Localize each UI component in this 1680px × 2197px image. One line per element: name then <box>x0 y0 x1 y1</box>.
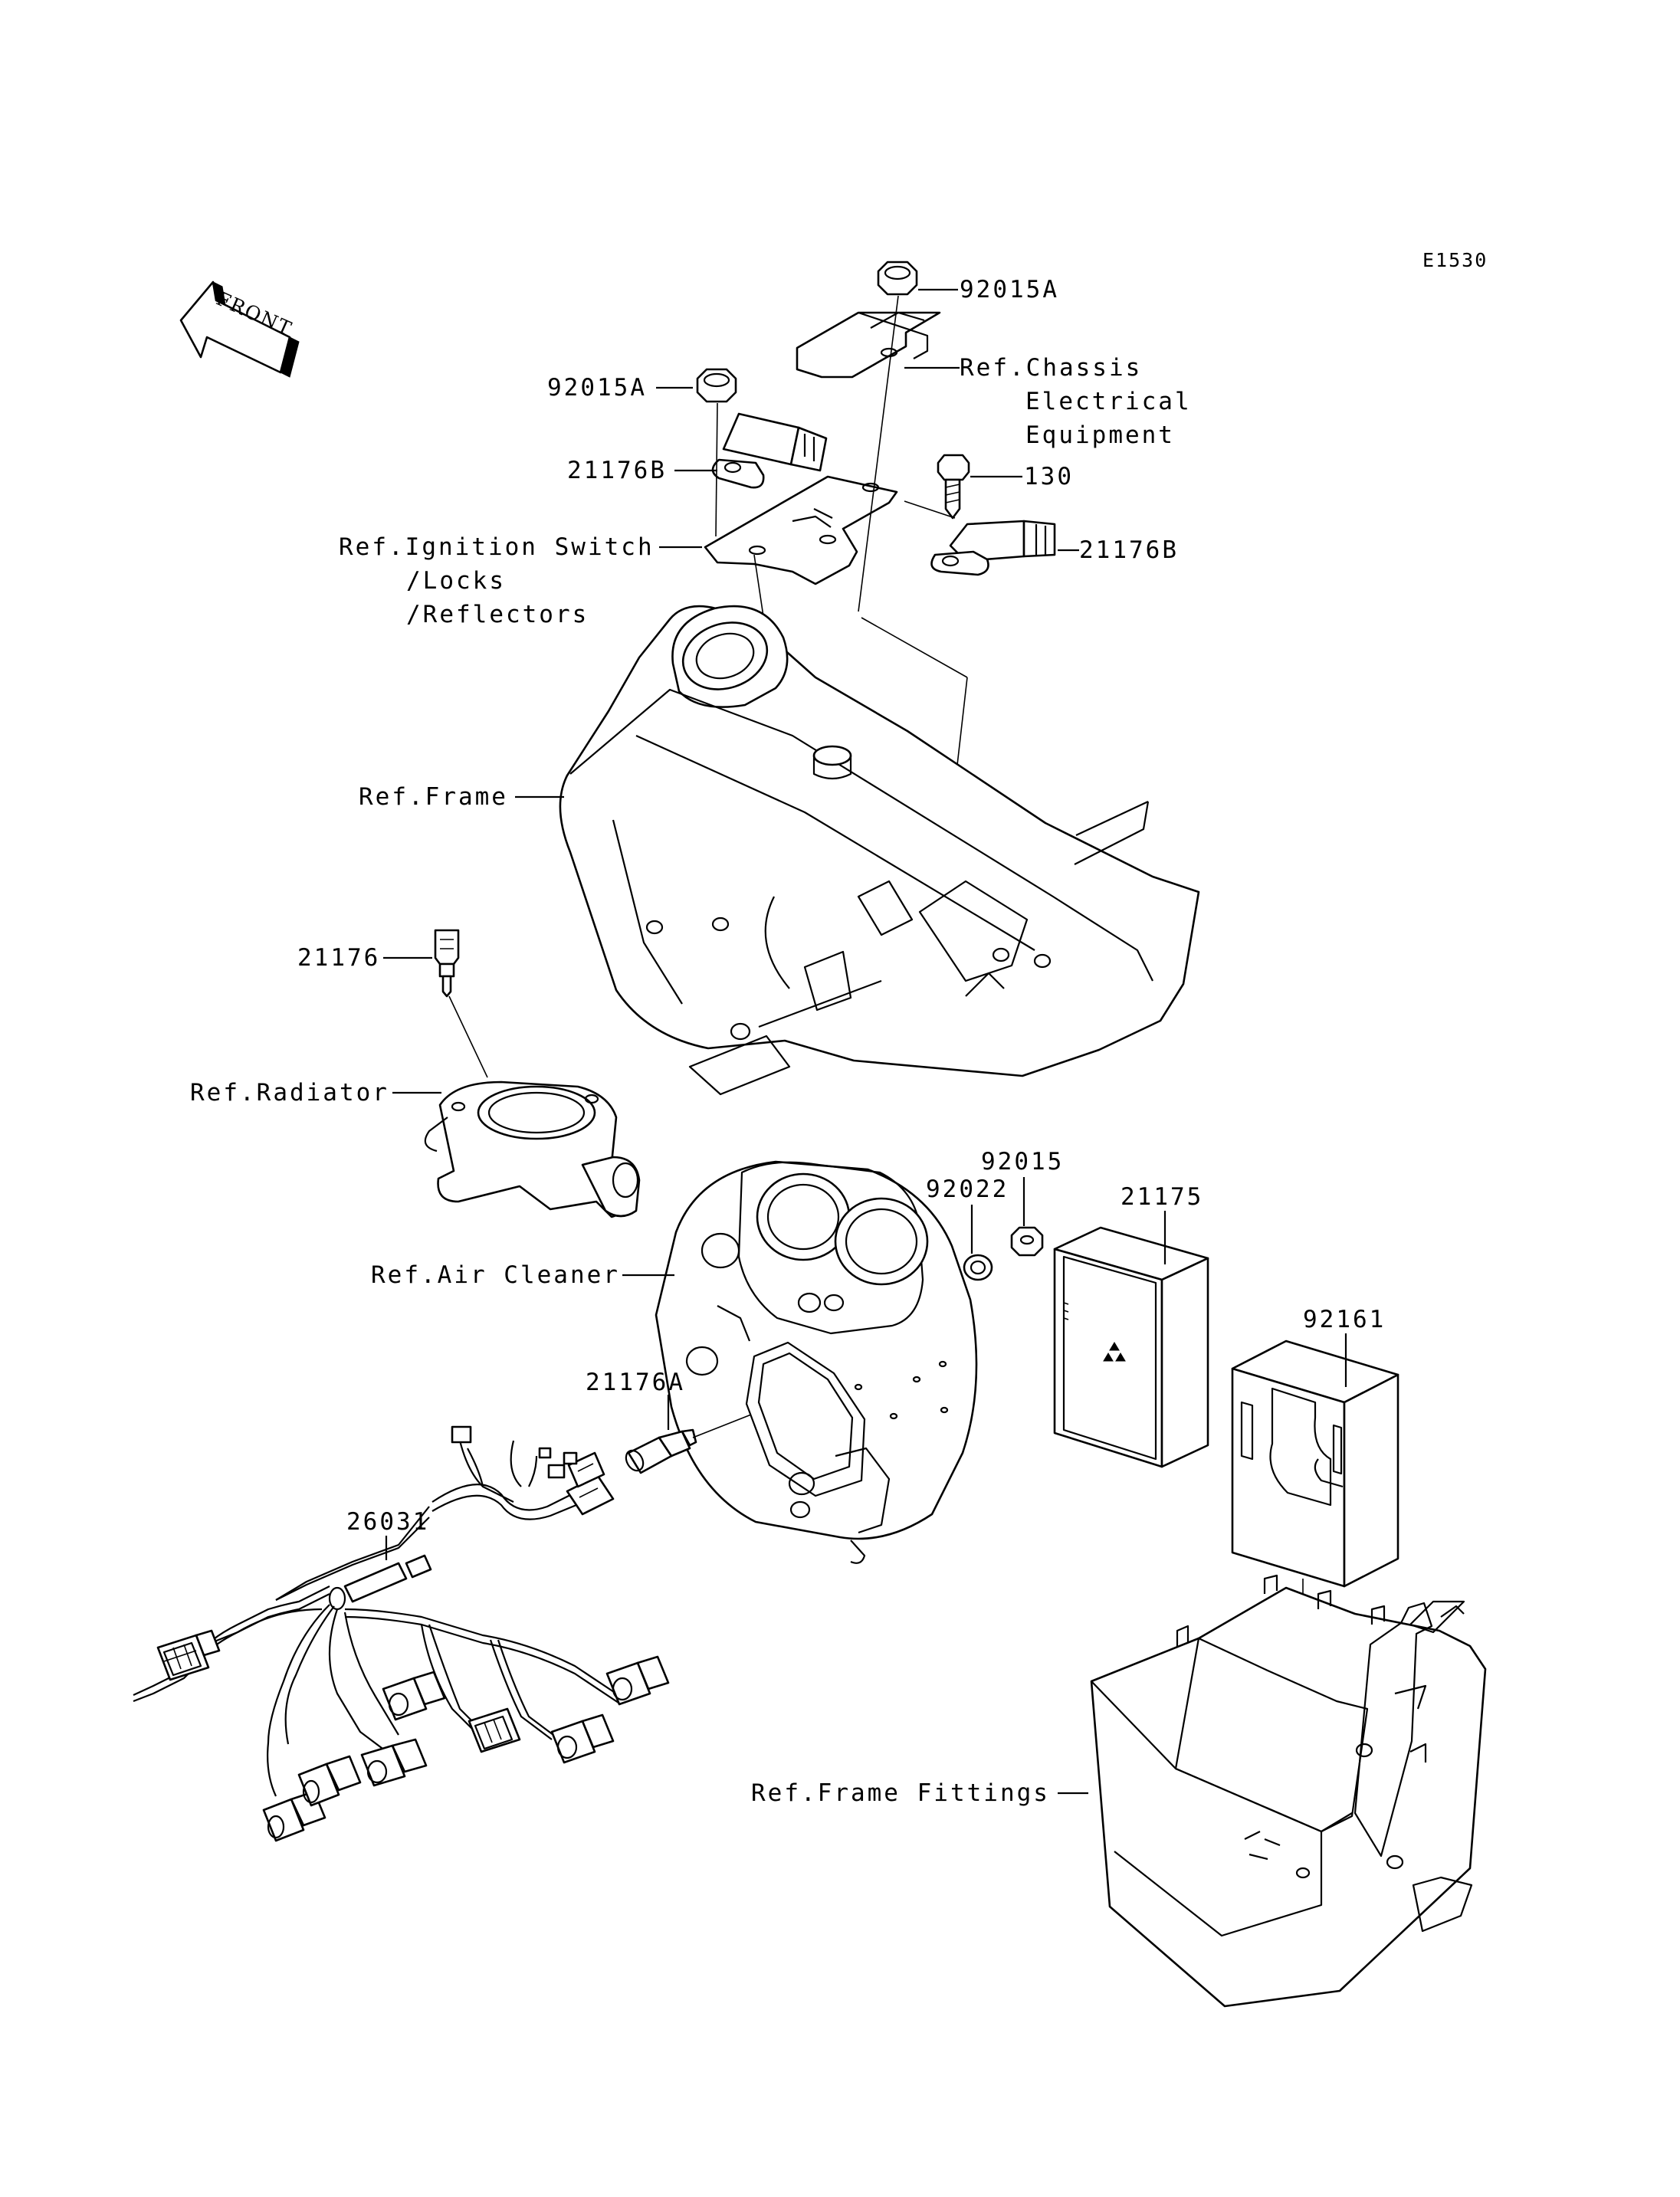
wire-harness <box>133 1440 622 1797</box>
frame-fittings <box>1090 1574 1487 2008</box>
bracket-upper <box>796 311 941 379</box>
label-nut-small: 92015 <box>981 1148 1064 1176</box>
connector-1 <box>156 1629 221 1681</box>
label-washer: 92022 <box>926 1176 1009 1203</box>
radiator-housing <box>424 1080 641 1218</box>
connector-10 <box>451 1425 578 1479</box>
connector-9 <box>566 1451 615 1516</box>
label-nut-left: 92015A <box>547 374 647 402</box>
frame <box>559 605 1200 1096</box>
label-ref-ignition-2: /Locks <box>406 567 506 595</box>
front-arrow-icon: FRONT <box>179 280 300 378</box>
connector-5 <box>382 1671 446 1721</box>
bolt-130 <box>937 454 970 520</box>
connector-4 <box>360 1738 428 1787</box>
diagram-code: E1530 <box>1422 249 1488 271</box>
label-sensor-b-right: 21176B <box>1079 536 1179 564</box>
ecu-cover-92161 <box>1231 1340 1399 1588</box>
label-ref-frame: Ref.Frame <box>359 783 508 811</box>
nut-92015 <box>1010 1226 1044 1257</box>
label-ref-frame-fittings: Ref.Frame Fittings <box>751 1779 1050 1807</box>
label-sensor-a: 21176A <box>586 1369 685 1396</box>
sensor-21176a <box>625 1428 697 1474</box>
label-sensor-b-left: 21176B <box>567 457 667 484</box>
flange-nut-left <box>696 368 737 403</box>
connector-2 <box>262 1790 326 1842</box>
ecu-21175 <box>1053 1226 1209 1468</box>
label-ref-chassis-1: Ref.Chassis <box>960 354 1142 382</box>
connector-8 <box>605 1655 670 1706</box>
label-ref-ignition-1: Ref.Ignition Switch <box>339 533 655 561</box>
bracket-lower <box>704 475 898 585</box>
label-ref-chassis-2: Electrical <box>1025 388 1192 415</box>
label-ref-air-cleaner: Ref.Air Cleaner <box>371 1261 620 1289</box>
label-sensor: 21176 <box>297 944 380 972</box>
label-ecu: 21175 <box>1121 1183 1203 1211</box>
label-nut-top: 92015A <box>960 276 1059 303</box>
washer-92022 <box>963 1254 993 1281</box>
label-harness: 26031 <box>346 1508 429 1536</box>
label-ref-ignition-3: /Reflectors <box>406 601 589 628</box>
connector-7 <box>550 1713 615 1764</box>
label-ecu-cover: 92161 <box>1303 1306 1386 1333</box>
sensor-21176b-right <box>930 520 1056 576</box>
sensor-21176 <box>434 929 460 998</box>
connector-3 <box>297 1755 362 1807</box>
sensor-21176b-left <box>711 412 828 489</box>
label-bolt: 130 <box>1024 463 1074 490</box>
label-ref-chassis-3: Equipment <box>1025 421 1175 449</box>
air-cleaner <box>655 1160 978 1564</box>
connector-6 <box>468 1707 521 1753</box>
flange-nut-top <box>877 261 918 296</box>
label-ref-radiator: Ref.Radiator <box>190 1079 389 1107</box>
